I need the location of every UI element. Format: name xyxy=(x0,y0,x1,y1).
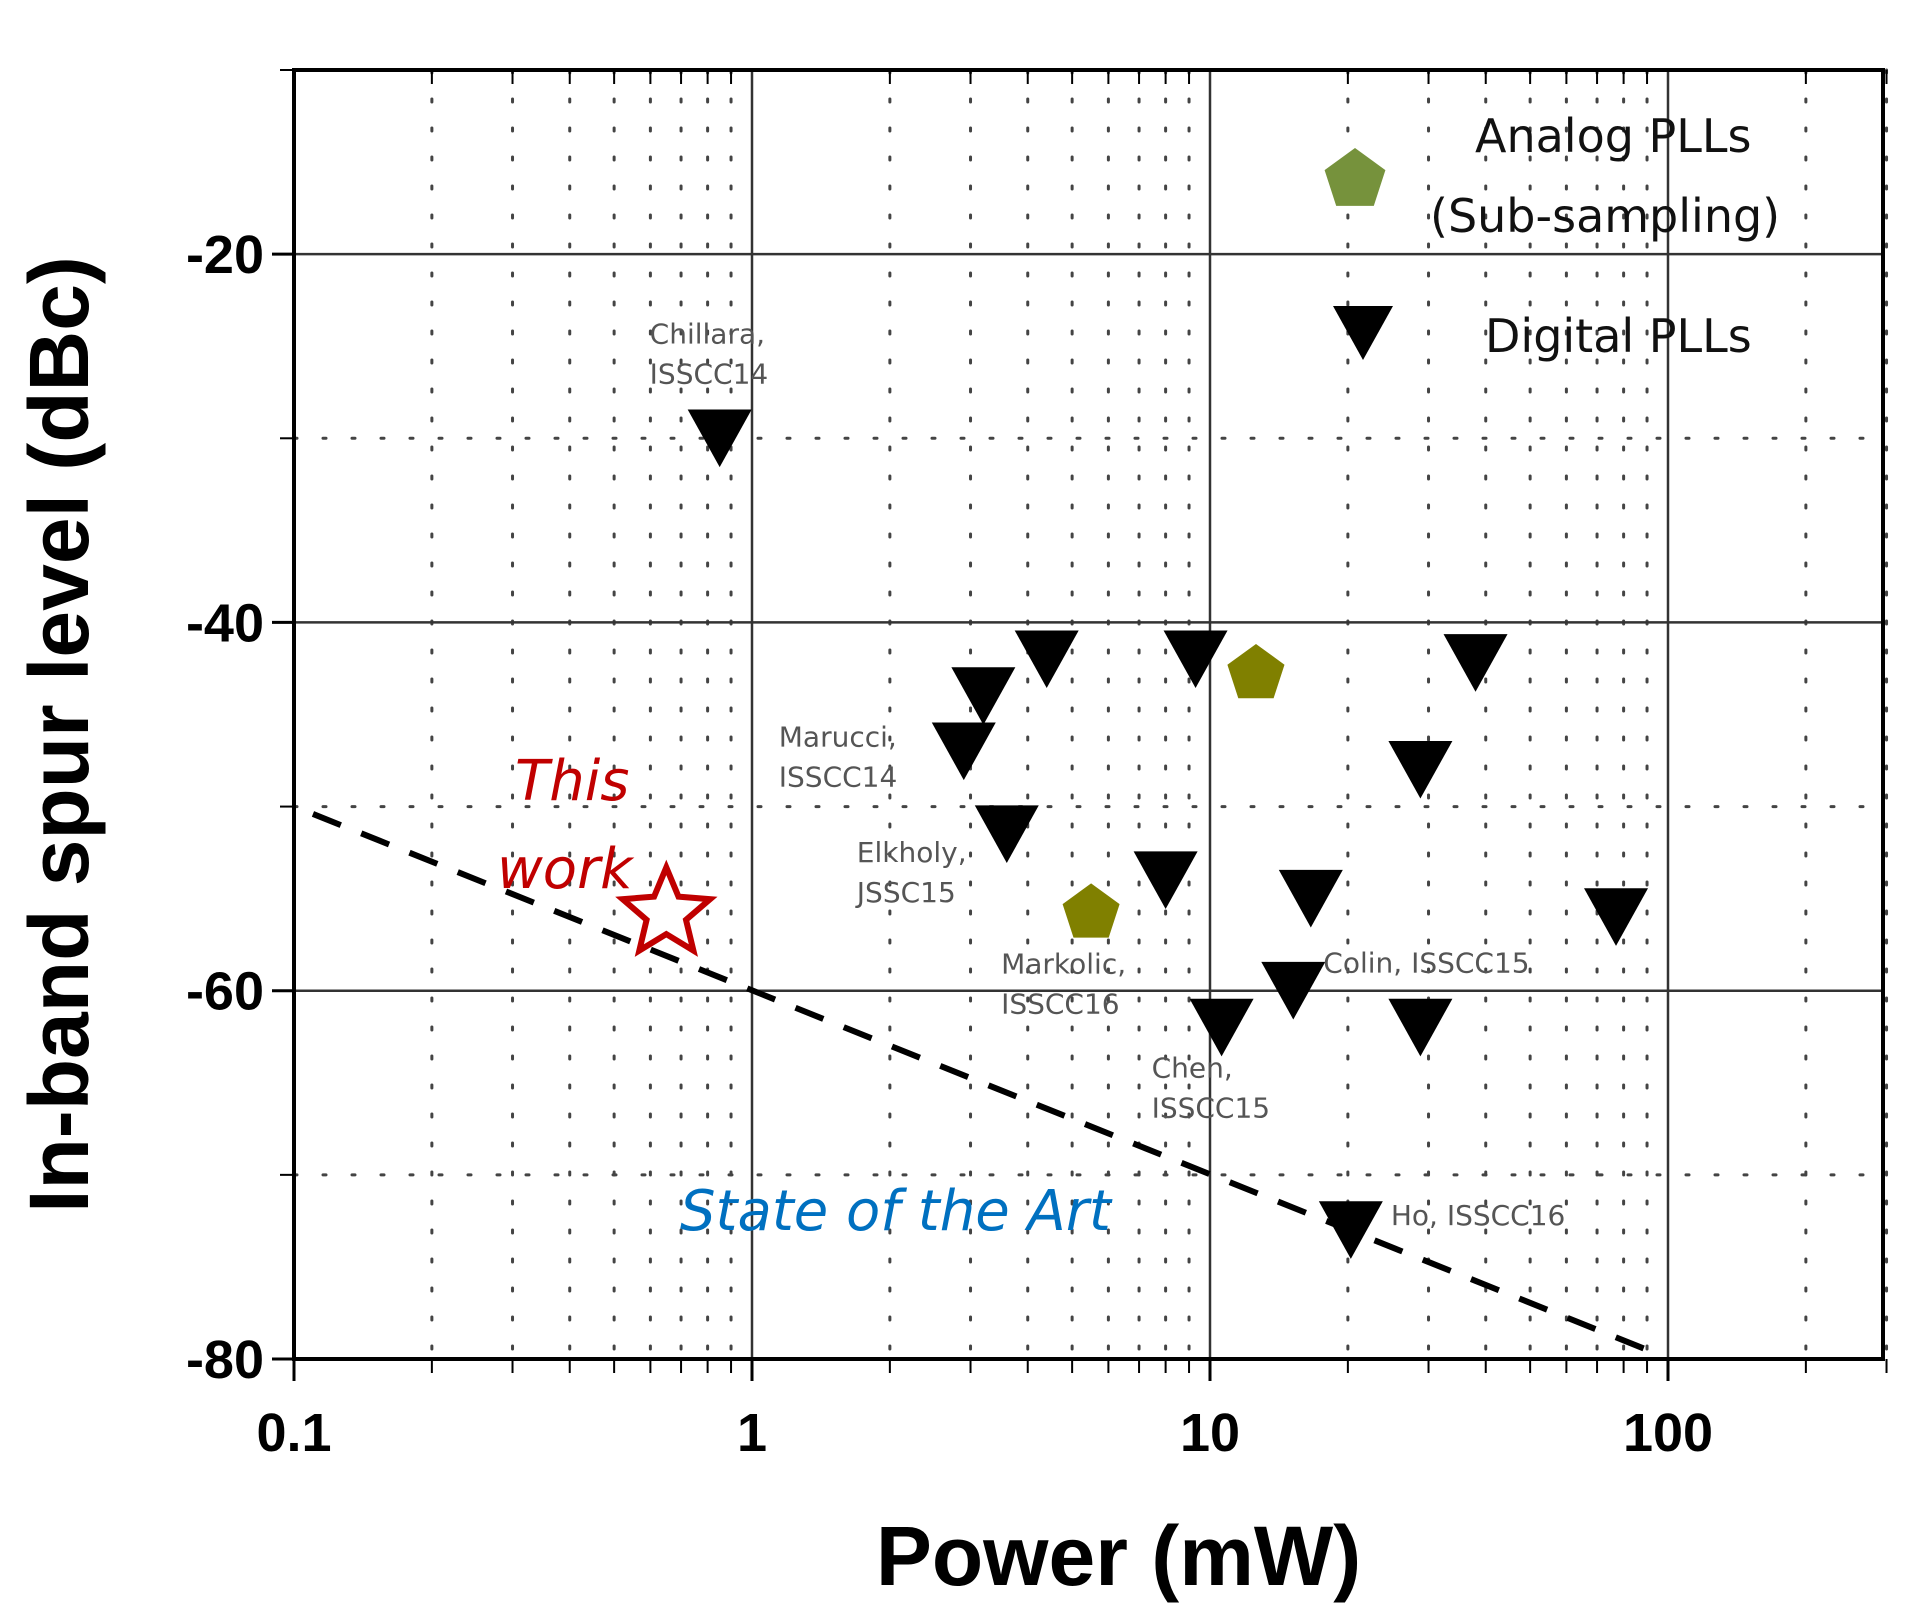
digital-pll-marker xyxy=(1278,869,1343,928)
x-tick-label: 10 xyxy=(1180,1403,1240,1463)
point-label: Chillara, xyxy=(650,317,765,350)
digital-pll-marker xyxy=(1163,630,1228,689)
digital-pll-marker xyxy=(1388,740,1453,799)
digital-pll-marker xyxy=(1443,634,1508,692)
legend-digital-label: Digital PLLs xyxy=(1485,309,1752,363)
digital-pll-marker xyxy=(1388,998,1453,1057)
point-label: Marucci, xyxy=(779,720,897,753)
digital-pll-marker xyxy=(951,667,1016,725)
this-work-label: work xyxy=(497,837,635,902)
digital-pll-marker xyxy=(1189,998,1254,1057)
legend-analog-label: Analog PLLs xyxy=(1475,109,1752,163)
digital-pll-marker xyxy=(1014,630,1079,689)
axis-ticks xyxy=(272,69,1888,1381)
y-tick-label: -40 xyxy=(186,593,264,653)
point-label: ISSCC14 xyxy=(650,357,769,390)
digital-pll-marker xyxy=(687,409,752,468)
major-grid xyxy=(292,70,1883,1361)
plot-frame xyxy=(292,68,1885,1361)
point-label: ISSCC14 xyxy=(779,760,898,793)
digital-pll-marker xyxy=(974,805,1039,863)
y-tick-label: -60 xyxy=(186,962,264,1022)
point-labels: Chillara,ISSCC14Marucci,ISSCC14Elkholy,J… xyxy=(650,317,1566,1232)
digital-pll-marker xyxy=(1133,851,1198,910)
reference-line-group xyxy=(311,811,1649,1353)
x-tick-label: 100 xyxy=(1623,1403,1713,1463)
digital-pll-marker xyxy=(1261,961,1326,1020)
data-markers xyxy=(615,409,1649,1259)
legend-analog-label: (Sub-sampling) xyxy=(1430,189,1780,243)
tick-labels: 0.1 1 10 100 -80 -60 -40 -20 xyxy=(186,225,1713,1463)
legend-analog-pentagon-icon xyxy=(1324,148,1386,206)
x-axis-title: Power (mW) xyxy=(876,1509,1361,1603)
y-tick-label: -80 xyxy=(186,1330,264,1390)
state-of-the-art-label: State of the Art xyxy=(680,1179,1113,1244)
point-label: Markolic, xyxy=(1001,947,1126,980)
x-tick-label: 1 xyxy=(737,1403,767,1463)
point-label: Elkholy, xyxy=(857,836,967,869)
point-label: ISSCC16 xyxy=(1001,987,1120,1020)
point-label: Chen, xyxy=(1152,1052,1233,1085)
y-tick-label: -20 xyxy=(186,225,264,285)
point-label: Ho, ISSCC16 xyxy=(1391,1199,1566,1232)
digital-pll-marker xyxy=(931,722,996,781)
y-axis-title: In-band spur level (dBc) xyxy=(12,256,106,1213)
point-label: Colin, ISSCC15 xyxy=(1323,947,1529,980)
legend-digital-triangle-icon xyxy=(1333,306,1393,360)
x-tick-label: 0.1 xyxy=(256,1403,331,1463)
analog-pll-marker xyxy=(1227,644,1285,699)
analog-pll-marker xyxy=(1062,883,1120,938)
legend: Analog PLLs (Sub-sampling) Digital PLLs xyxy=(1324,109,1780,363)
minor-grid xyxy=(292,68,1889,1361)
point-label: ISSCC15 xyxy=(1152,1092,1271,1125)
digital-pll-marker xyxy=(1318,1201,1383,1259)
state-of-the-art-dashed-line xyxy=(311,811,1649,1353)
this-work-label: This xyxy=(515,749,629,814)
this-work-star-marker xyxy=(615,859,718,957)
digital-pll-marker xyxy=(1584,888,1649,946)
point-label: JSSC15 xyxy=(855,876,956,909)
